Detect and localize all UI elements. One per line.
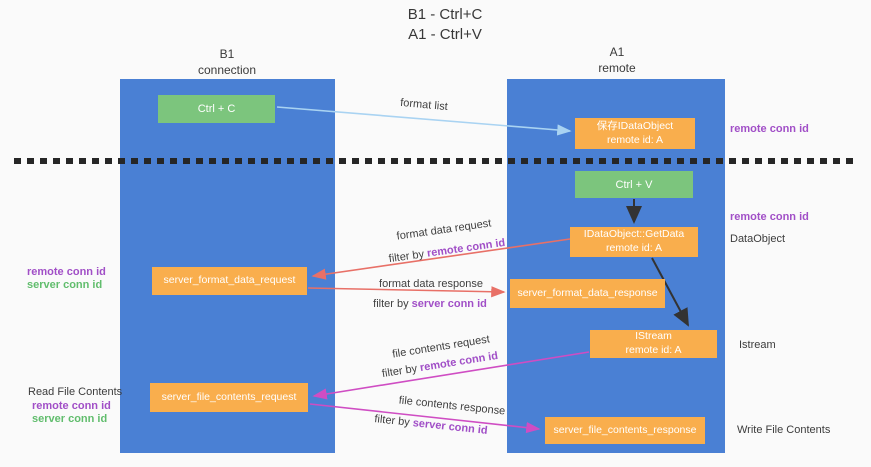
node-server-format-data-request: server_format_data_request (152, 267, 307, 295)
node-format-response-label: server_format_data_response (517, 286, 658, 299)
node-istream-line2: remote id: A (625, 344, 682, 356)
filter-by-text: filter by (373, 413, 414, 430)
right-write-file-contents-label: Write File Contents (737, 424, 831, 436)
remote-conn-id-key: remote conn id (426, 236, 506, 260)
filter-by-text: filter by (373, 298, 412, 310)
left-server-conn-id-top: server conn id (27, 279, 103, 291)
right-remote-conn-id-mid: remote conn id (730, 211, 809, 223)
left-remote-conn-id-bottom: remote conn id (32, 400, 111, 412)
left-column-role: connection (197, 62, 257, 77)
node-server-file-contents-request: server_file_contents_request (150, 383, 308, 412)
right-column-role: remote (598, 60, 636, 75)
node-getdata-line1: IDataObject::GetData (583, 228, 685, 241)
left-column-name: B1 (219, 47, 235, 61)
node-server-format-data-response: server_format_data_response (510, 279, 665, 308)
node-istream: IStream remote id: A (590, 330, 717, 358)
node-format-request-label: server_format_data_request (163, 274, 296, 287)
server-conn-id-key: server conn id (412, 417, 489, 437)
right-column-header: A1 remote (542, 45, 692, 76)
node-ctrl-v: Ctrl + V (575, 171, 693, 198)
right-remote-conn-id-top: remote conn id (730, 123, 809, 135)
node-ctrl-v-label: Ctrl + V (615, 178, 653, 191)
right-column-name: A1 (609, 45, 625, 59)
node-server-file-contents-response: server_file_contents_response (545, 417, 705, 444)
left-server-conn-id-bottom: server conn id (32, 413, 108, 425)
node-saved-dataobject: 保存IDataObject remote id: A (575, 118, 695, 149)
node-file-response-label: server_file_contents_response (553, 423, 697, 436)
label-format-data-response-filter: filter by server conn id (373, 298, 487, 310)
diagram-title: B1 - Ctrl+C A1 - Ctrl+V (315, 5, 575, 46)
node-getdata-line2: remote id: A (605, 242, 663, 254)
dashed-divider-line (14, 158, 856, 164)
left-remote-conn-id-top: remote conn id (27, 266, 106, 278)
node-ctrl-c: Ctrl + C (158, 95, 275, 123)
title-line-2: A1 - Ctrl+V (408, 26, 482, 44)
label-file-contents-response-filter: filter by server conn id (374, 413, 488, 437)
label-format-data-response: format data response (379, 278, 483, 290)
node-ctrl-c-label: Ctrl + C (197, 103, 236, 115)
node-file-request-label: server_file_contents_request (161, 390, 297, 403)
label-format-list: format list (399, 96, 449, 114)
server-conn-id-key: server conn id (411, 298, 487, 310)
right-istream-label: Istream (739, 339, 776, 351)
filter-by-text: filter by (388, 247, 428, 266)
node-saved-dataobject-line1: 保存IDataObject (596, 119, 674, 132)
title-line-1: B1 - Ctrl+C (407, 6, 483, 23)
left-read-file-contents-label: Read File Contents (28, 386, 123, 398)
node-saved-dataobject-line2: remote id: A (606, 133, 664, 146)
left-column-header: B1 connection (152, 47, 302, 78)
label-file-contents-response: file contents response (398, 394, 506, 418)
node-idataobject-getdata: IDataObject::GetData remote id: A (570, 227, 698, 257)
filter-by-text: filter by (381, 362, 422, 381)
label-format-data-request: format data request (395, 217, 493, 243)
node-istream-line1: IStream (635, 330, 672, 343)
right-dataobject-label: DataObject (730, 233, 786, 245)
